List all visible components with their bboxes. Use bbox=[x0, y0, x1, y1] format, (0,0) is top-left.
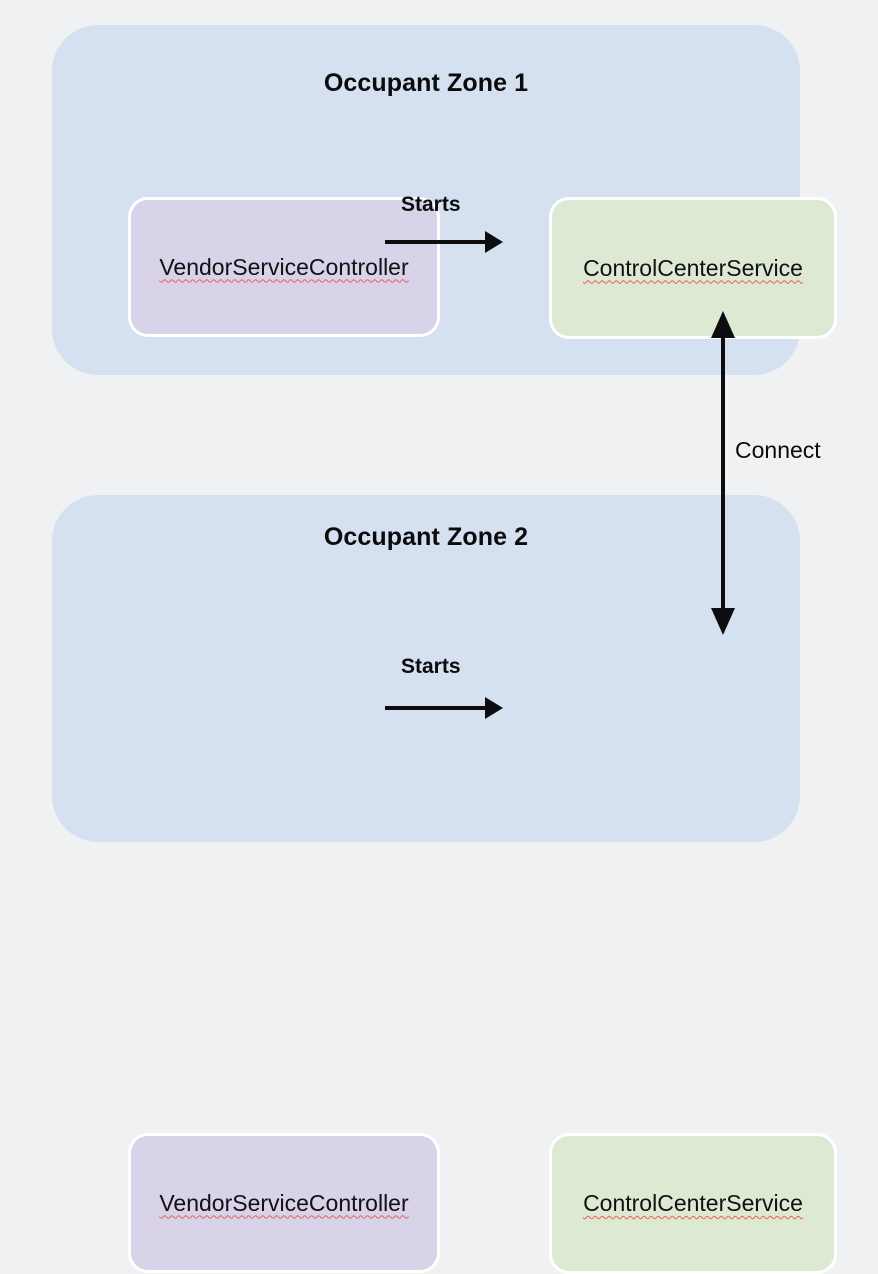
node-control-center-service[interactable]: ControlCenterService bbox=[549, 197, 837, 339]
edge-label-starts-zone-2: Starts bbox=[401, 655, 461, 678]
edge-label-starts-zone-1: Starts bbox=[401, 193, 461, 216]
zone-occupant-zone-1: Occupant Zone 1 VendorServiceController … bbox=[52, 25, 837, 375]
node-label: VendorServiceController bbox=[159, 1189, 409, 1216]
node-control-center-service[interactable]: ControlCenterService bbox=[549, 1133, 837, 1274]
node-label: ControlCenterService bbox=[583, 254, 803, 281]
edge-label-connect: Connect bbox=[735, 437, 821, 463]
diagram-canvas: Occupant Zone 1 VendorServiceController … bbox=[52, 25, 837, 1274]
node-vendor-service-controller[interactable]: VendorServiceController bbox=[128, 197, 440, 337]
zone-title: Occupant Zone 2 bbox=[323, 523, 529, 551]
node-label: ControlCenterService bbox=[583, 1190, 803, 1216]
node-vendor-service-controller[interactable]: VendorServiceController bbox=[128, 1133, 440, 1273]
node-label: VendorServiceController bbox=[159, 253, 409, 280]
zone-title: Occupant Zone 1 bbox=[323, 69, 529, 97]
